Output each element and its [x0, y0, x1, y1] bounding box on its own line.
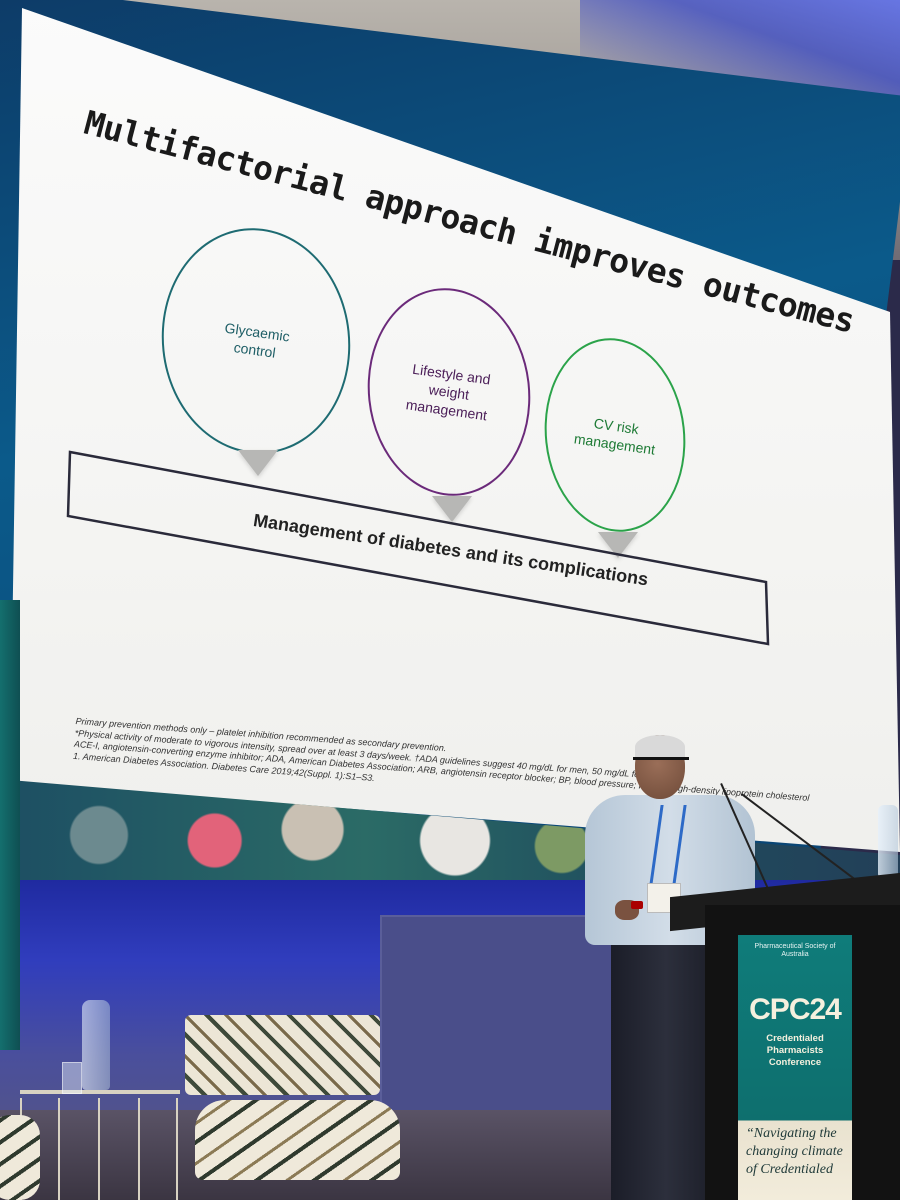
event-logo: CPC24	[749, 993, 842, 1026]
armchair-back	[185, 1015, 380, 1095]
speaker-hair	[635, 735, 685, 759]
event-name: Credentialed Pharmacists Conference	[766, 1033, 824, 1068]
armchair-left	[0, 1115, 40, 1200]
side-table	[20, 1090, 180, 1200]
presentation-clicker	[631, 901, 643, 909]
speaker-trousers	[611, 940, 721, 1200]
circle-glycaemic-control: Glycaemic control	[150, 218, 362, 464]
armchair-seat	[195, 1100, 400, 1180]
management-box	[66, 450, 770, 646]
circle-label: Glycaemic control	[223, 319, 291, 361]
water-bottle	[82, 1000, 110, 1090]
event-tagline: “Navigating the changing climate of Cred…	[746, 1126, 843, 1177]
speaker-glasses	[633, 757, 689, 772]
water-bottle	[878, 805, 898, 877]
water-glass	[62, 1062, 82, 1094]
podium-banner: Pharmaceutical Society of Australia CPC2…	[738, 935, 852, 1200]
left-banner	[0, 600, 20, 1050]
down-arrow-icon	[238, 450, 278, 476]
circle-label: Lifestyle and weight management	[404, 360, 492, 424]
down-arrow-icon	[432, 496, 472, 522]
org-name: Pharmaceutical Society of Australia	[754, 943, 836, 958]
